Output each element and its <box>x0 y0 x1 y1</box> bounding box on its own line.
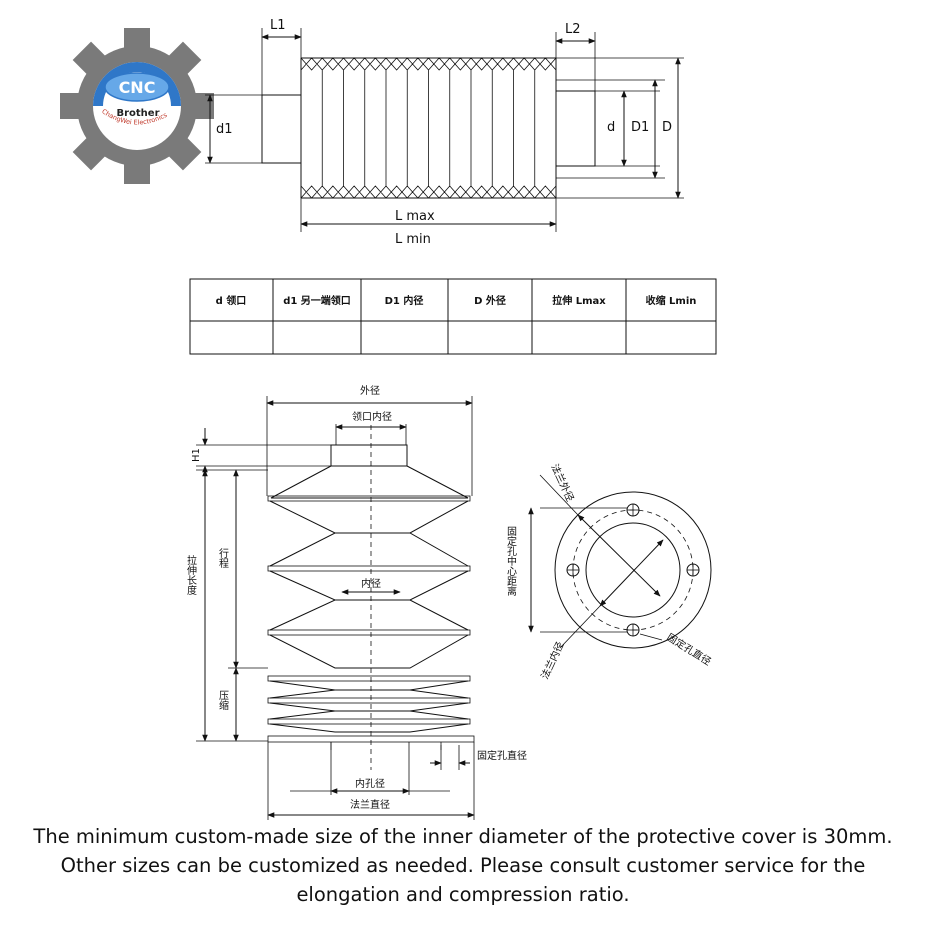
dim-length: L max L min <box>300 198 557 247</box>
dim-right: d D1 D <box>556 57 684 199</box>
label-flange-inner: 法兰内径 <box>538 640 567 682</box>
label-inner-hole: 内孔径 <box>355 777 385 790</box>
bellows-body <box>300 57 557 199</box>
table-header: D1 内径 <box>385 294 424 307</box>
table-header: d1 另一端领口 <box>283 294 351 307</box>
label-compress: 压缩 <box>217 690 229 711</box>
cnc-mark-icon: CNC <box>104 72 170 102</box>
table-header: D 外径 <box>474 294 506 307</box>
dim-L2: L2 <box>555 22 596 91</box>
label-hole-center-distance: 固定孔中心距离 <box>505 526 517 597</box>
label-L1: L1 <box>270 18 286 33</box>
dim-L1: L1 <box>261 18 302 95</box>
table-header: 收缩 Lmin <box>646 294 697 307</box>
logo-brand: Brother <box>116 108 159 119</box>
collar <box>330 444 408 467</box>
side-bellows-drawing: 外径 领口内径 H1 拉伸长度 行程 压缩 内径 固定孔直径 <box>185 384 527 820</box>
label-flange-fix-hole: 固定孔直径 <box>664 631 713 669</box>
label-L2: L2 <box>565 22 581 37</box>
left-collar <box>261 94 302 164</box>
label-stroke: 行程 <box>217 547 229 568</box>
dim-d1: d1 <box>205 94 262 164</box>
right-collar <box>555 90 596 167</box>
label-flange-diameter: 法兰直径 <box>350 798 390 811</box>
label-d1: d1 <box>216 122 233 137</box>
label-stretch-length: 拉伸长度 <box>185 554 197 596</box>
caption: The minimum custom-made size of the inne… <box>33 825 893 906</box>
bellows-plates <box>267 495 475 750</box>
gear-icon <box>60 28 214 184</box>
label-h1: H1 <box>191 448 202 462</box>
label-inner-diameter: 内径 <box>361 577 381 590</box>
table-header: 拉伸 Lmax <box>552 294 606 307</box>
label-d: d <box>607 120 615 135</box>
label-outer-diameter: 外径 <box>360 384 380 397</box>
spec-table: d 领口 d1 另一端领口 D1 内径 D 外径 拉伸 Lmax 收缩 Lmin <box>189 278 717 355</box>
flange-outer-circle <box>554 491 712 649</box>
label-Lmin: L min <box>395 232 431 247</box>
top-bellows-drawing: L1 L2 d1 d D1 D <box>205 18 684 247</box>
label-collar-inner: 领口内径 <box>352 410 392 423</box>
logo: CNC Brother ChangWei Electronics <box>60 28 214 184</box>
label-D: D <box>662 120 672 135</box>
label-fix-hole-diameter: 固定孔直径 <box>477 749 527 762</box>
logo-mark-text: CNC <box>119 78 156 97</box>
label-D1: D1 <box>631 120 649 135</box>
label-flange-outer: 法兰外径 <box>548 462 577 504</box>
flange-drawing: 法兰外径 固定孔中心距离 法兰内径 固定孔直径 <box>505 462 714 681</box>
bolt-holes <box>566 503 700 637</box>
table-header: d 领口 <box>216 294 247 307</box>
label-Lmax: L max <box>395 209 435 224</box>
